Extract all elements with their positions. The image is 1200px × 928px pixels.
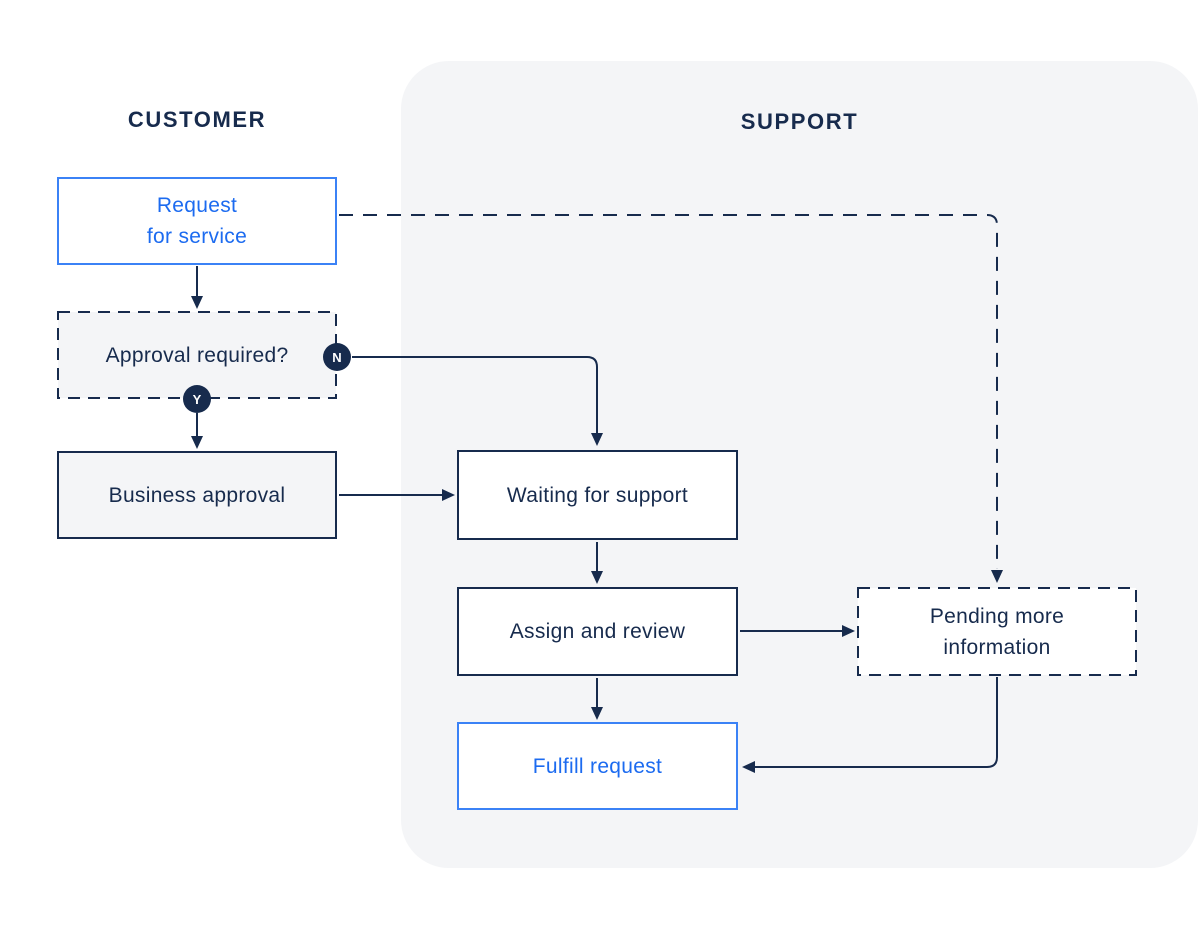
arrowhead-approval-yes-to-business <box>191 436 203 449</box>
arrowhead-business-to-waiting <box>442 489 455 501</box>
node-request-for-service: Request for service <box>57 177 337 265</box>
decision-badge-yes: Y <box>183 385 211 413</box>
node-approval-required: Approval required? <box>58 312 336 398</box>
node-waiting-for-support: Waiting for support <box>457 450 738 540</box>
edge-request-to-pending-dashed <box>339 214 998 569</box>
edge-pending-to-fulfill <box>755 677 998 768</box>
decision-badge-no: N <box>323 343 351 371</box>
node-business-approval: Business approval <box>57 451 337 539</box>
node-request-label: Request for service <box>147 190 247 252</box>
node-business-label: Business approval <box>108 483 286 507</box>
node-assign-and-review: Assign and review <box>457 587 738 676</box>
arrowhead-approval-no-to-waiting <box>591 433 603 446</box>
arrowhead-pending-to-fulfill <box>742 761 755 773</box>
node-request-line1: Request <box>156 194 238 217</box>
arrowhead-request-to-approval <box>191 296 203 309</box>
arrowhead-waiting-to-assign <box>591 571 603 584</box>
node-pending-line2: information <box>943 635 1051 659</box>
arrowhead-assign-to-pending <box>842 625 855 637</box>
node-waiting-label: Waiting for support <box>506 483 689 507</box>
node-fulfill-label: Fulfill request <box>532 754 663 778</box>
node-request-line2: for service <box>146 225 248 248</box>
arrowhead-assign-to-fulfill <box>591 707 603 720</box>
node-pending-label: Pending more information <box>930 601 1064 663</box>
node-pending-line1: Pending more <box>929 604 1065 628</box>
node-pending-more-information: Pending more information <box>858 588 1136 675</box>
node-assign-label: Assign and review <box>509 620 686 643</box>
edge-approval-no-to-waiting <box>352 356 598 433</box>
pending-information-dashed-outline <box>857 587 1137 676</box>
node-fulfill-request: Fulfill request <box>457 722 738 810</box>
node-approval-label: Approval required? <box>105 343 289 367</box>
lane-label-customer: CUSTOMER <box>127 107 267 132</box>
arrowhead-request-to-pending <box>991 570 1003 583</box>
lane-label-support: SUPPORT <box>740 109 859 134</box>
